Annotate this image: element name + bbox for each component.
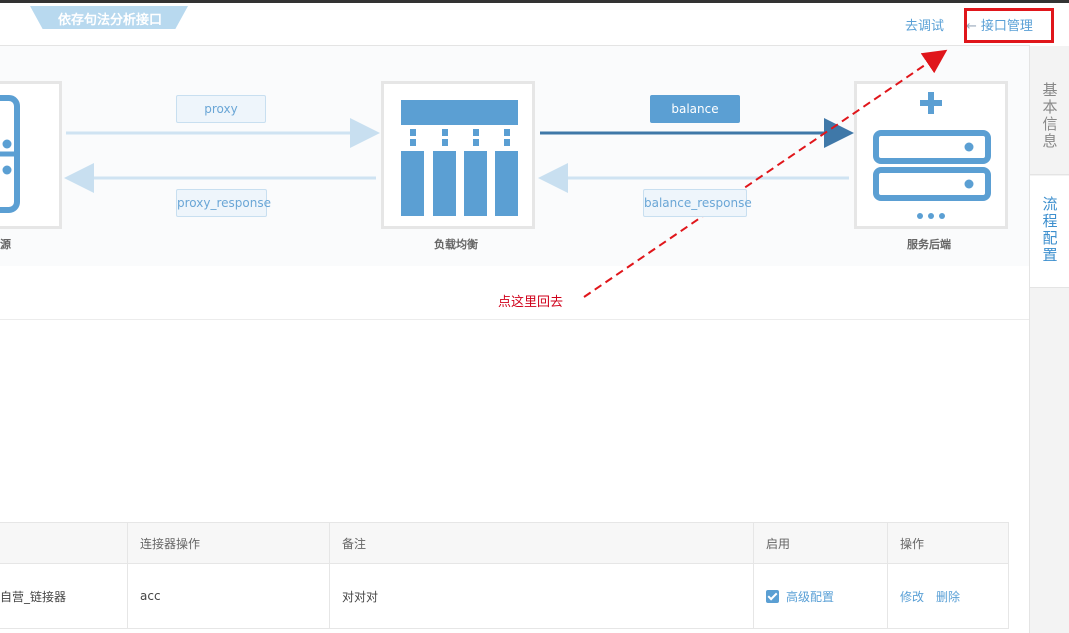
page-title: 依存句法分析接口 — [58, 13, 163, 28]
tab-char: 流 — [1042, 195, 1058, 213]
tab-basic-info[interactable]: 基 本 信 息 — [1030, 60, 1069, 175]
source-node-label: 源 — [0, 238, 11, 251]
delete-link[interactable]: 删除 — [936, 589, 961, 604]
top-border — [0, 0, 1069, 3]
load-balancer-icon — [401, 100, 518, 216]
edit-link[interactable]: 修改 — [900, 589, 925, 604]
arrow-left-icon: ← — [966, 19, 977, 34]
tab-char: 配 — [1042, 229, 1058, 247]
table-header-row: 连接器操作 备注 启用 操作 — [0, 523, 1008, 564]
column-header-remark: 备注 — [329, 523, 753, 563]
annotation-text: 点这里回去 — [498, 295, 564, 310]
tab-char: 基 — [1042, 81, 1058, 99]
connector-table: 连接器操作 备注 启用 操作 自营_链接器 acc 对对对 高级配置 修改 删除 — [0, 522, 1009, 629]
load-balancer-node[interactable] — [381, 81, 535, 229]
tab-char: 置 — [1042, 246, 1058, 264]
column-header-connector-op: 连接器操作 — [127, 523, 329, 563]
tab-char: 信 — [1042, 115, 1058, 133]
enable-checkbox[interactable] — [766, 589, 779, 603]
connector-op: acc — [127, 564, 329, 628]
tab-flow-config[interactable]: 流 程 配 置 — [1030, 176, 1069, 288]
load-balancer-node-label: 负载均衡 — [434, 238, 478, 251]
connector-remark: 对对对 — [329, 564, 753, 628]
server-cabinet-icon — [0, 95, 20, 213]
advanced-config-link[interactable]: 高级配置 — [786, 589, 835, 604]
column-header-name — [0, 523, 127, 563]
connector-name: 自营_链接器 — [0, 589, 67, 604]
enable-cell: 高级配置 — [753, 564, 887, 628]
backend-node[interactable] — [854, 81, 1008, 229]
section-divider — [0, 319, 1029, 320]
back-to-interface-management-link[interactable]: ←接口管理 — [966, 15, 1033, 34]
annotation-highlight-box — [964, 8, 1054, 43]
proxy-response-edge-label[interactable]: proxy_response — [176, 189, 271, 217]
balance-response-edge-label[interactable]: balance_response — [643, 189, 752, 217]
page-header: 依存句法分析接口 — [0, 3, 1030, 46]
tab-char: 程 — [1042, 212, 1058, 230]
right-side-tabs: 基 本 信 息 流 程 配 置 — [1029, 46, 1069, 633]
proxy-edge-label[interactable]: proxy — [176, 95, 266, 123]
table-row: 自营_链接器 acc 对对对 高级配置 修改 删除 — [0, 564, 1008, 628]
column-header-actions: 操作 — [887, 523, 1008, 563]
actions-cell: 修改 删除 — [887, 564, 1008, 628]
add-server-icon — [873, 92, 991, 219]
balance-edge-label[interactable]: balance — [650, 95, 740, 123]
backend-node-label: 服务后端 — [907, 238, 951, 251]
tab-char: 息 — [1042, 132, 1058, 150]
debug-link[interactable]: 去调试 — [905, 19, 945, 34]
back-link-label: 接口管理 — [980, 19, 1033, 34]
source-node[interactable] — [0, 81, 62, 229]
page-title-tab: 依存句法分析接口 — [30, 6, 188, 29]
column-header-enable: 启用 — [753, 523, 887, 563]
tab-char: 本 — [1042, 98, 1058, 116]
